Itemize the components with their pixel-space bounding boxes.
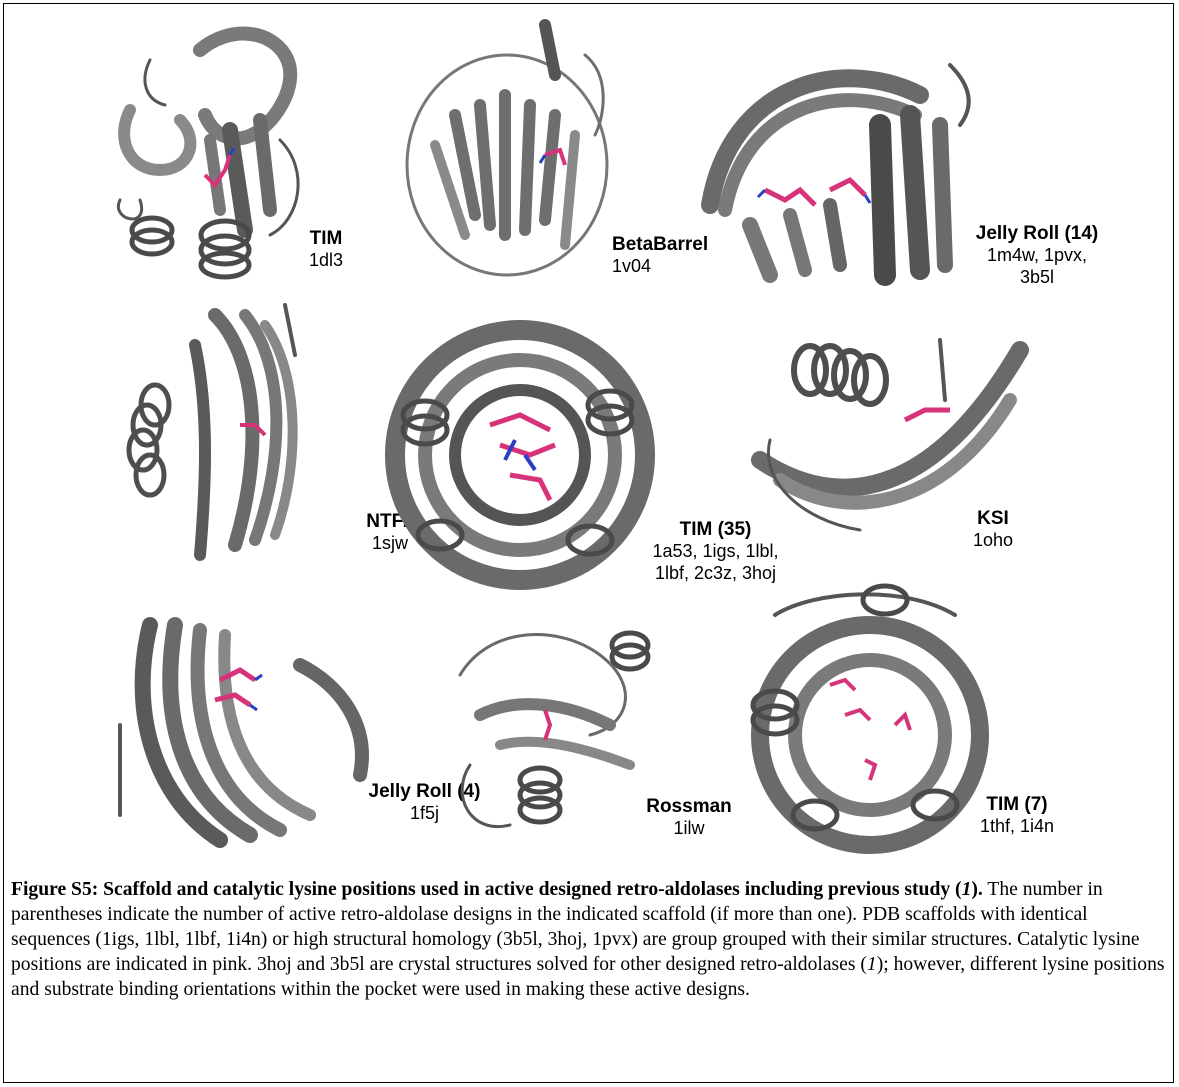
pdb-ids: 1m4w, 1pvx, <box>962 245 1112 267</box>
structure-panel-betabarrel <box>395 15 620 295</box>
protein-render-ntf2 <box>115 295 325 570</box>
label-tim: TIM 1dl3 <box>296 227 356 272</box>
structure-name: TIM (7) <box>962 793 1072 816</box>
structure-panel-jelly-roll-14 <box>690 25 980 290</box>
pdb-ids: 1dl3 <box>296 250 356 272</box>
protein-render-jelly-roll-4 <box>100 605 390 860</box>
pdb-ids: 1ilw <box>634 818 744 840</box>
structure-panel-tim-35 <box>380 305 670 605</box>
pdb-ids: 3b5l <box>962 267 1112 289</box>
protein-render-betabarrel <box>395 15 620 295</box>
structure-name: Rossman <box>634 795 744 818</box>
structure-name: KSI <box>963 507 1023 530</box>
caption-body-ref: 1 <box>867 954 877 975</box>
label-tim-7: TIM (7) 1thf, 1i4n <box>962 793 1072 838</box>
label-rossman: Rossman 1ilw <box>634 795 744 840</box>
caption-title-ref: 1 <box>962 879 972 900</box>
structure-panel-ntf2 <box>115 295 325 570</box>
pdb-ids: 1oho <box>963 530 1023 552</box>
pdb-ids: 1thf, 1i4n <box>962 816 1072 838</box>
label-ksi: KSI 1oho <box>963 507 1023 552</box>
figure-caption: Figure S5: Scaffold and catalytic lysine… <box>11 877 1171 1002</box>
protein-render-jelly-roll-14 <box>690 25 980 290</box>
caption-title: Figure S5: Scaffold and catalytic lysine… <box>11 879 962 900</box>
protein-render-tim <box>110 20 310 280</box>
caption-title-end: ). <box>971 879 982 900</box>
structure-panel-jelly-roll-4 <box>100 605 390 860</box>
label-jelly-roll-14: Jelly Roll (14) 1m4w, 1pvx, 3b5l <box>962 222 1112 289</box>
protein-render-tim-35 <box>380 305 670 605</box>
structure-panel-tim <box>110 20 310 280</box>
structure-name: Jelly Roll (14) <box>962 222 1112 245</box>
structure-name: TIM <box>296 227 356 250</box>
